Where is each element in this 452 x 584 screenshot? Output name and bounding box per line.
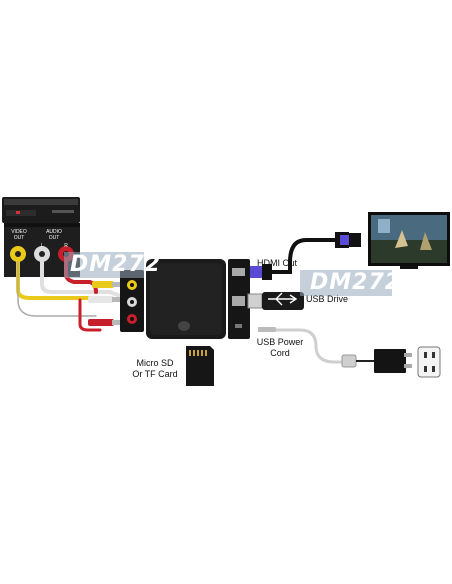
rca-plugs	[88, 281, 120, 326]
micro-sd-line2: Or TF Card	[132, 369, 178, 379]
power-adapter-icon	[341, 349, 412, 373]
watermark-box-left	[64, 252, 144, 278]
recorder-device	[146, 259, 226, 339]
micro-sd-label: Micro SD Or TF Card	[126, 358, 184, 380]
wall-outlet-icon	[417, 346, 441, 378]
device-io-side	[228, 259, 250, 339]
device-av-side	[120, 270, 144, 332]
audio-r-label: R	[64, 243, 68, 249]
audio-l-label: L	[40, 243, 44, 249]
hdmi-cable	[250, 232, 361, 280]
video-out-line1: VIDEO	[11, 229, 27, 235]
usb-drive-icon	[247, 292, 304, 310]
tv-icon	[368, 212, 450, 269]
video-out-line2: OUT	[13, 235, 25, 241]
usb-power-cord-label: USB Power Cord	[252, 337, 308, 359]
usb-power-cord-line2: Cord	[270, 348, 290, 358]
audio-out-line1: AUDIO	[46, 229, 62, 235]
rca-cables	[16, 260, 122, 332]
hdmi-plug-icon	[250, 264, 272, 280]
usb-power-cord	[258, 327, 441, 378]
video-out-label: VIDEO OUT	[10, 229, 28, 241]
micro-sd-line1: Micro SD	[136, 358, 174, 368]
watermark-box-right	[300, 270, 392, 296]
dvd-player-icon	[2, 197, 80, 223]
usb-drive-label: USB Drive	[306, 294, 349, 304]
usb-power-cord-line1: USB Power	[256, 337, 304, 347]
audio-out-label: AUDIO OUT	[44, 229, 64, 241]
sd-card-icon	[186, 346, 214, 386]
watermark-right: DM272	[310, 270, 402, 295]
rca-jack-panel	[4, 223, 80, 277]
watermark-left: DM272	[70, 252, 162, 277]
audio-out-line2: OUT	[48, 235, 60, 241]
hdmi-out-label: HDMI Out	[256, 258, 297, 268]
